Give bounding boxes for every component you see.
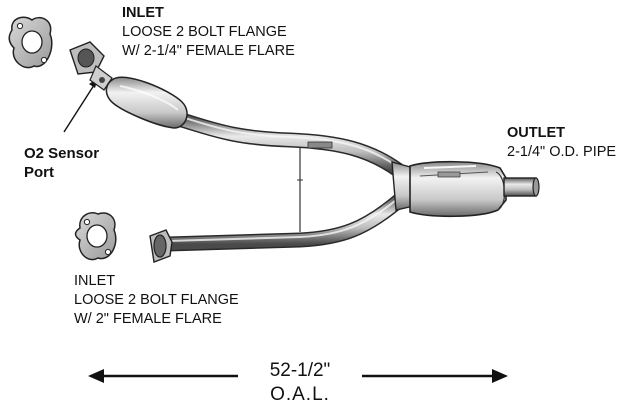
inlet-top-line1: LOOSE 2 BOLT FLANGE xyxy=(122,24,287,40)
o2-sensor-line2: Port xyxy=(24,164,54,181)
overall-length-dimension xyxy=(88,369,508,383)
o2-sensor-label: O2 Sensor Port xyxy=(24,144,99,182)
inlet-bottom-line1: LOOSE 2 BOLT FLANGE xyxy=(74,292,239,308)
inlet-top-flange xyxy=(69,41,113,91)
inlet-bottom-title: INLET xyxy=(74,273,116,289)
support-bracket xyxy=(297,141,333,232)
gasket-bottom-icon xyxy=(74,212,117,261)
inlet-bottom-label: INLET LOOSE 2 BOLT FLANGE W/ 2" FEMALE F… xyxy=(74,272,239,329)
gasket-top-icon xyxy=(8,16,53,69)
pre-catalyst xyxy=(105,76,188,129)
outlet-label: OUTLET 2-1/4" O.D. PIPE xyxy=(507,124,616,162)
lower-pipe xyxy=(160,190,410,252)
inlet-bottom-line2: W/ 2" FEMALE FLARE xyxy=(74,311,222,327)
dimension-arrow-left-icon xyxy=(88,369,104,383)
inlet-bottom-flare xyxy=(149,229,173,263)
outlet-title: OUTLET xyxy=(507,125,565,141)
dimension-arrow-right-icon xyxy=(492,369,508,383)
inlet-top-line2: W/ 2-1/4" FEMALE FLARE xyxy=(122,43,295,59)
outlet-line1: 2-1/4" O.D. PIPE xyxy=(507,144,617,160)
inlet-top-label: INLET LOOSE 2 BOLT FLANGE W/ 2-1/4" FEMA… xyxy=(122,4,295,61)
outlet-pipe xyxy=(503,177,540,197)
upper-pipe xyxy=(167,110,406,178)
main-catalytic-converter xyxy=(409,160,507,218)
overall-length-label: O.A.L. xyxy=(270,384,330,405)
overall-length-value: 52-1/2" xyxy=(269,360,331,381)
inlet-top-title: INLET xyxy=(122,5,164,21)
o2-arrow xyxy=(63,78,98,133)
o2-sensor-line1: O2 Sensor xyxy=(24,145,100,162)
